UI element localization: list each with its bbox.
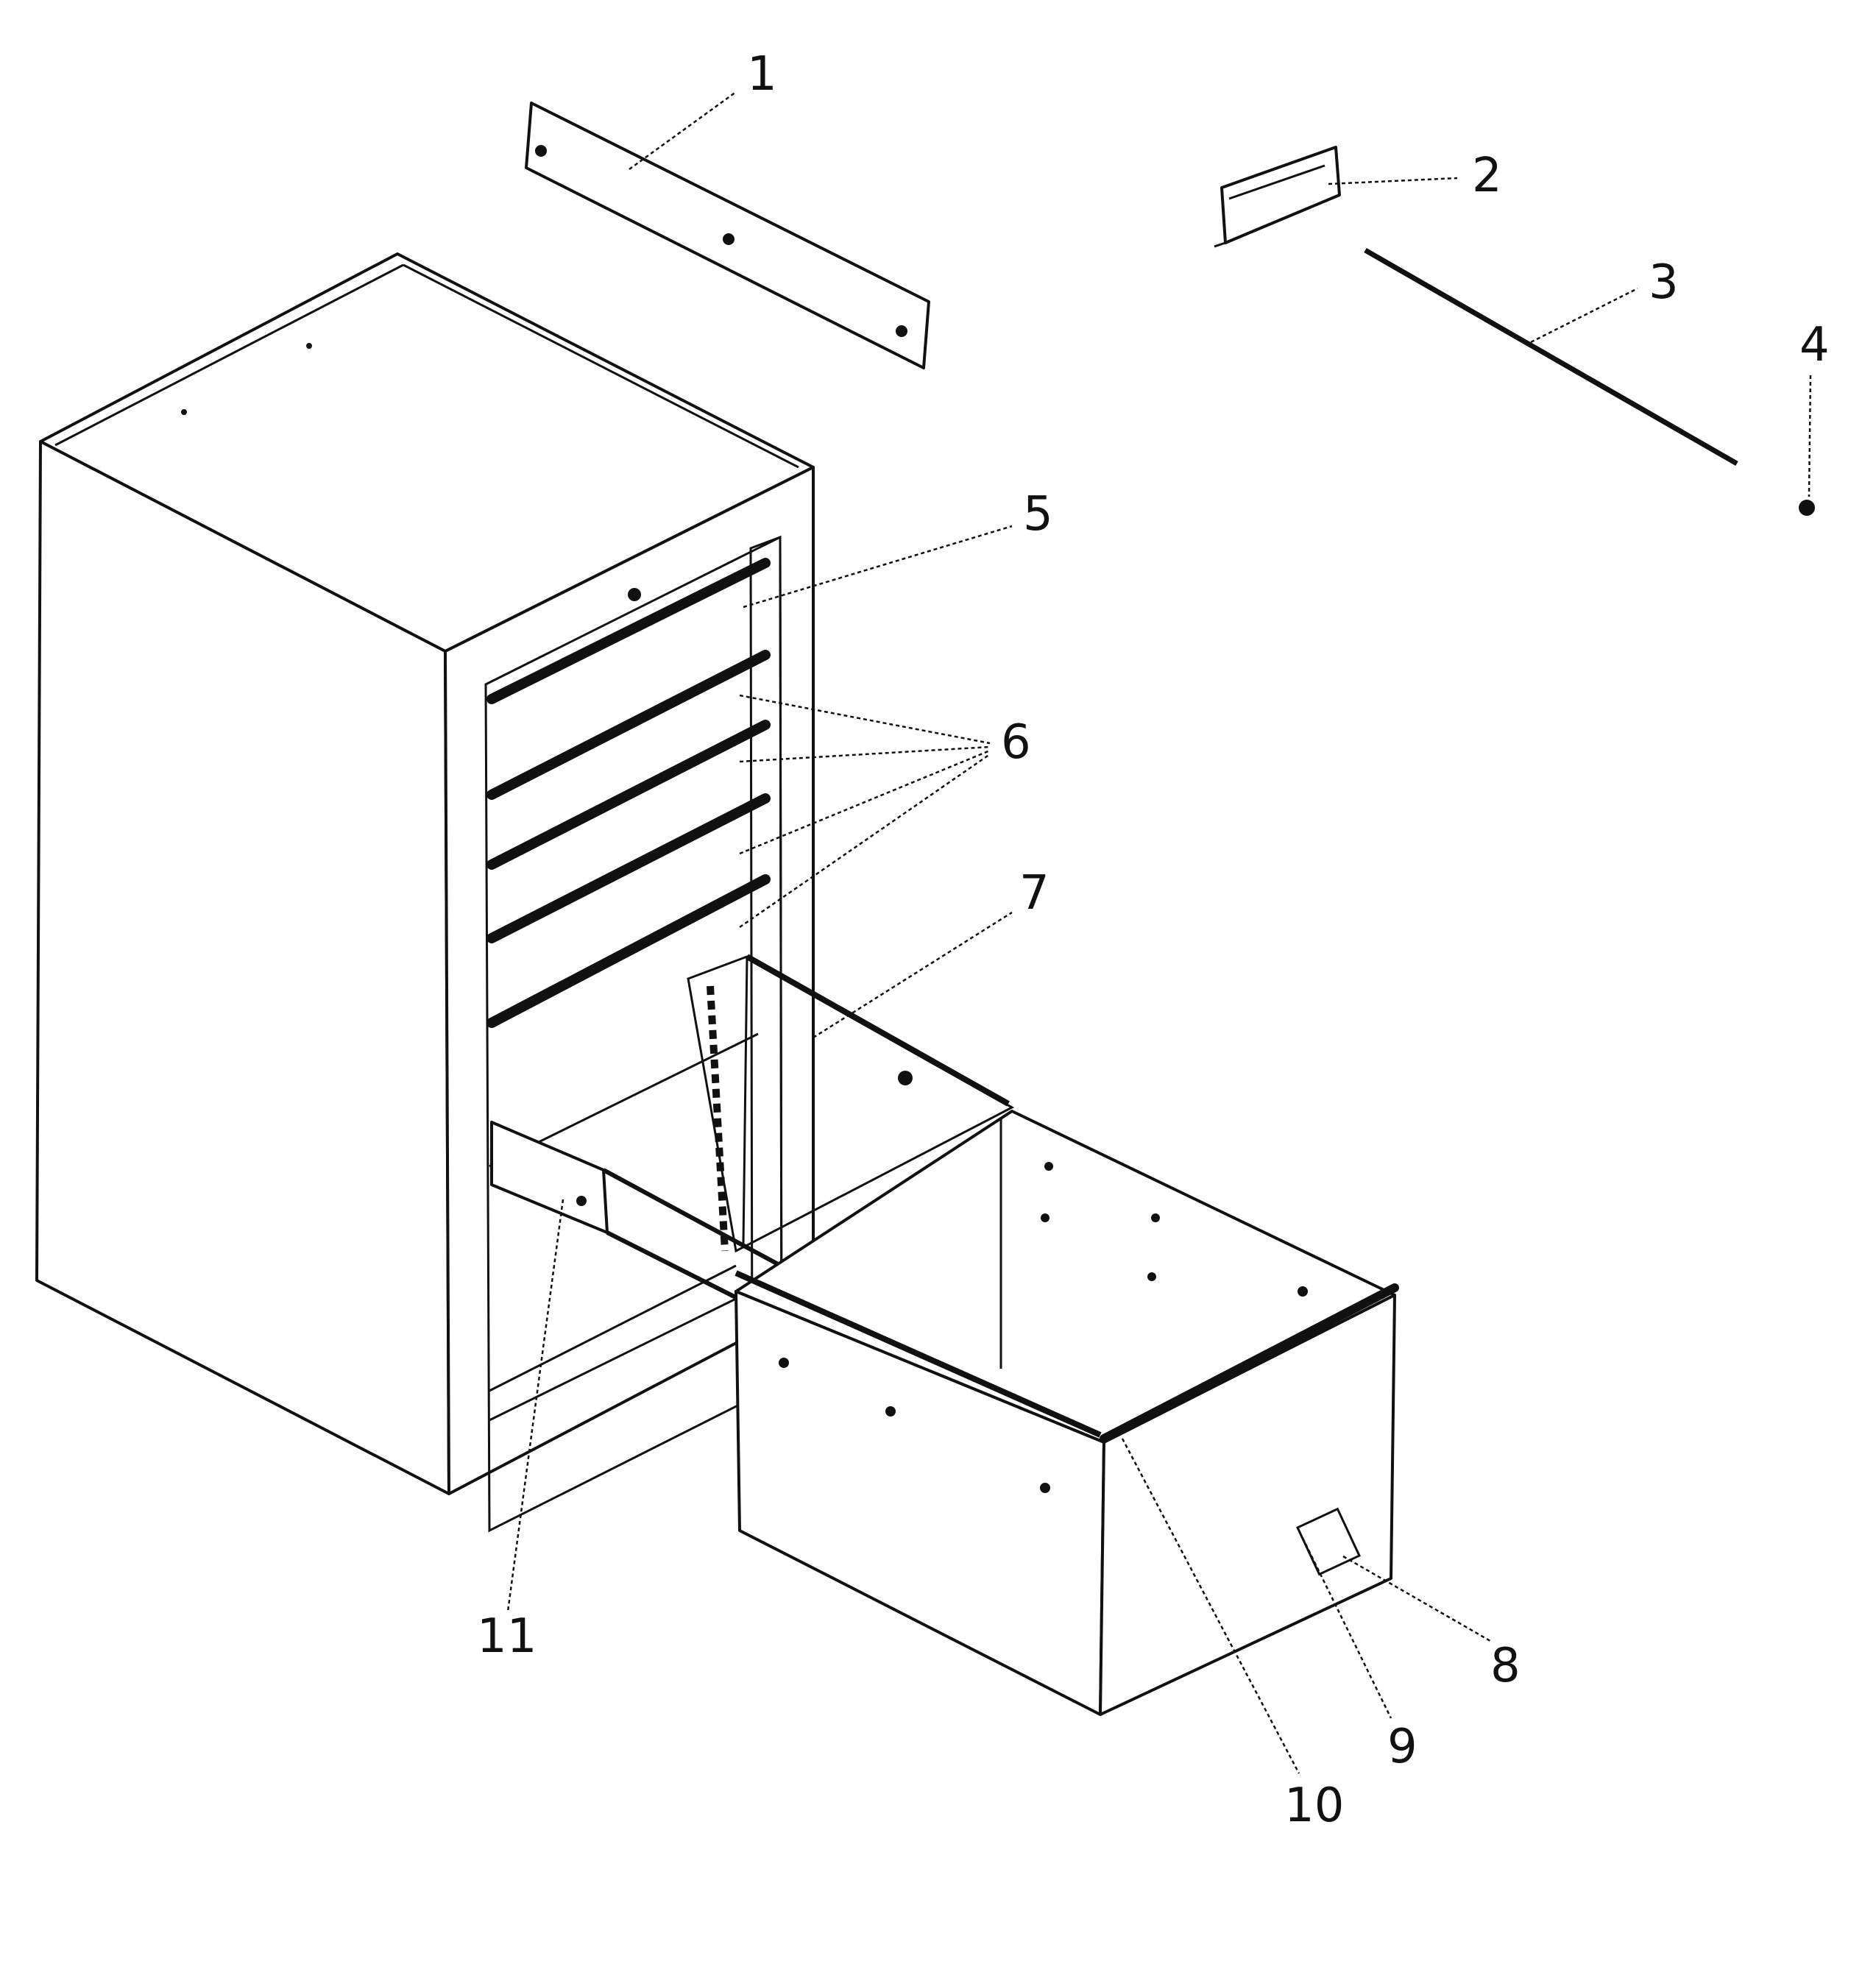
callout-9: 9 xyxy=(1387,1720,1417,1774)
callout-4: 4 xyxy=(1799,318,1830,372)
leader-lines xyxy=(506,91,1812,1774)
callout-7: 7 xyxy=(1019,866,1050,921)
callout-3: 3 xyxy=(1649,255,1679,310)
callout-2: 2 xyxy=(1472,149,1502,203)
part-1-top-bracket xyxy=(525,102,930,369)
part-7-drawer-frame xyxy=(687,954,1015,1253)
part-4-screw xyxy=(1799,500,1815,516)
part-2-small-bracket xyxy=(1214,146,1341,248)
callout-1: 1 xyxy=(747,47,777,102)
callout-labels: 1 2 3 4 5 6 7 8 9 10 11 xyxy=(477,47,1830,1833)
part-3-rod xyxy=(1364,247,1738,467)
callout-6: 6 xyxy=(1001,715,1031,770)
cabinet-body xyxy=(35,252,815,1533)
callout-8: 8 xyxy=(1490,1639,1521,1693)
shelf-rails xyxy=(486,558,771,1028)
callout-11: 11 xyxy=(477,1609,537,1664)
callout-5: 5 xyxy=(1023,487,1053,542)
drawer-box xyxy=(735,1110,1399,1716)
callout-10: 10 xyxy=(1284,1779,1344,1833)
